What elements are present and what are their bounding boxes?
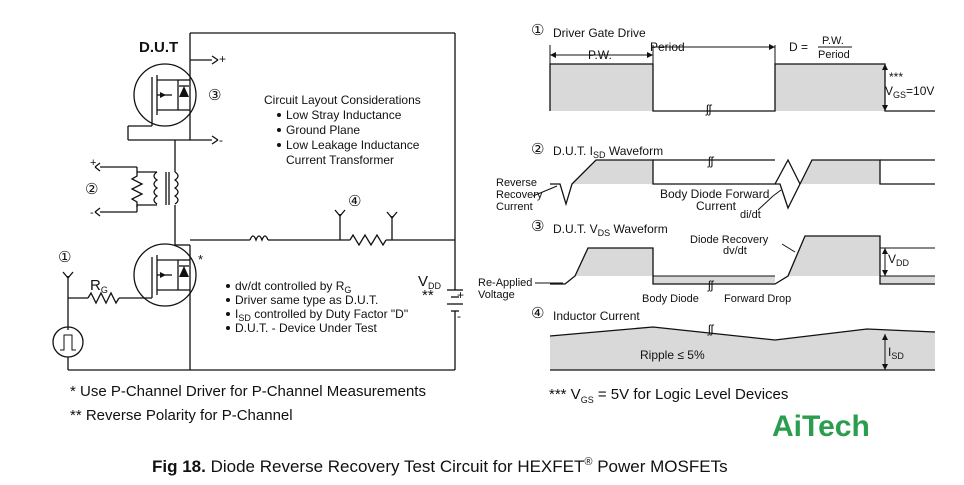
aitech-logo: AiTech — [772, 410, 870, 443]
waveform-panel: ① Driver Gate Drive P.W. Period D = P.W.… — [478, 22, 936, 405]
rg-label: RG — [90, 277, 108, 295]
gate-drive-waveform — [549, 44, 935, 112]
vdd-plus: + — [457, 288, 464, 302]
pw-label: P.W. — [588, 48, 612, 62]
body-current-label: Current — [696, 199, 737, 213]
layout-title: Circuit Layout Considerations — [264, 93, 421, 107]
diode-recovery-label: Diode Recovery — [690, 234, 769, 246]
current-label: Current — [496, 201, 533, 213]
ct-plus: + — [90, 157, 96, 169]
probe-plus: + — [219, 52, 226, 66]
figure-caption: Fig 18. Diode Reverse Recovery Test Circ… — [152, 456, 728, 476]
marker-1-right: ① — [531, 22, 544, 39]
inductor-title: Inductor Current — [553, 309, 640, 323]
vgs-label: VGS=10V — [885, 84, 934, 100]
isd-title: D.U.T. ISD Waveform — [553, 144, 663, 160]
inductor-current-waveform — [549, 326, 936, 371]
note-item: ISD controlled by Duty Factor "D" — [235, 307, 408, 323]
driver-mosfet-symbol — [133, 243, 197, 370]
marker-4-right: ④ — [531, 305, 544, 322]
period-label: Period — [650, 40, 685, 54]
sense-resistor-symbol — [349, 233, 387, 247]
reverse-label: Reverse — [496, 177, 537, 189]
test-circuit: D.U.T ③ + — [52, 32, 464, 424]
marker-2-left: ② — [85, 181, 98, 198]
dut-mosfet-symbol — [127, 63, 197, 140]
vdd-label: VDD — [418, 273, 442, 291]
dvdt-label: dv/dt — [723, 245, 747, 257]
recovery-label: Recovery — [496, 189, 543, 201]
vds-waveform — [535, 235, 935, 285]
footnote-2: ** Reverse Polarity for P-Channel — [70, 407, 293, 424]
ct-minus: - — [90, 207, 94, 219]
marker-2-right: ② — [531, 141, 544, 158]
isd-waveform — [532, 158, 935, 211]
break-mark: ʃʃ — [707, 154, 715, 168]
marker-1-left: ① — [58, 249, 71, 266]
marker-4-left: ④ — [348, 193, 361, 210]
isd-label: ISD — [888, 345, 904, 361]
break-mark: ʃʃ — [707, 322, 715, 336]
break-mark: ʃʃ — [705, 102, 713, 116]
forward-drop-label: Forward Drop — [724, 293, 791, 305]
voltage-label: Voltage — [478, 289, 515, 301]
marker-3-right: ③ — [531, 218, 544, 235]
note-item: D.U.T. - Device Under Test — [235, 321, 377, 335]
layout-item: Current Transformer — [286, 153, 394, 167]
current-transformer — [94, 162, 179, 217]
reapplied-label: Re-Applied — [478, 277, 532, 289]
pulse-generator-symbol — [52, 326, 84, 358]
notes-list: dv/dt controlled by RG Driver same type … — [226, 279, 408, 335]
vdd-stars: ** — [422, 287, 434, 304]
vdd-minus: - — [457, 309, 461, 323]
driver-star: * — [198, 252, 203, 267]
body-diode-label: Body Diode — [642, 293, 699, 305]
break-mark: ʃʃ — [707, 278, 715, 292]
layout-list: Low Stray Inductance Ground Plane Low Le… — [277, 108, 420, 167]
dut-label: D.U.T — [139, 39, 178, 56]
layout-item: Low Stray Inductance — [286, 108, 402, 122]
vdd-right-label: VDD — [888, 252, 910, 268]
duty-eq: D = — [789, 40, 808, 54]
didt-label: di/dt — [740, 209, 761, 221]
note-item: Driver same type as D.U.T. — [235, 293, 378, 307]
footnote-1: * Use P-Channel Driver for P-Channel Mea… — [70, 383, 426, 400]
note-item: dv/dt controlled by RG — [235, 279, 351, 295]
duty-den: Period — [818, 49, 850, 61]
vgs-stars: *** — [889, 70, 903, 84]
vds-title: D.U.T. VDS Waveform — [553, 222, 668, 238]
probe-minus: - — [219, 133, 223, 147]
layout-item: Low Leakage Inductance — [286, 138, 420, 152]
ripple-label: Ripple ≤ 5% — [640, 348, 705, 362]
body-diode-forward-label: Body Diode Forward — [660, 187, 769, 201]
inductor-symbol — [249, 235, 269, 242]
duty-num: P.W. — [822, 35, 844, 47]
logic-level-note: *** VGS = 5V for Logic Level Devices — [549, 386, 788, 405]
gate-resistor-symbol — [87, 291, 120, 305]
marker-3-left: ③ — [208, 87, 221, 104]
layout-item: Ground Plane — [286, 123, 360, 137]
gate-drive-title: Driver Gate Drive — [553, 26, 646, 40]
